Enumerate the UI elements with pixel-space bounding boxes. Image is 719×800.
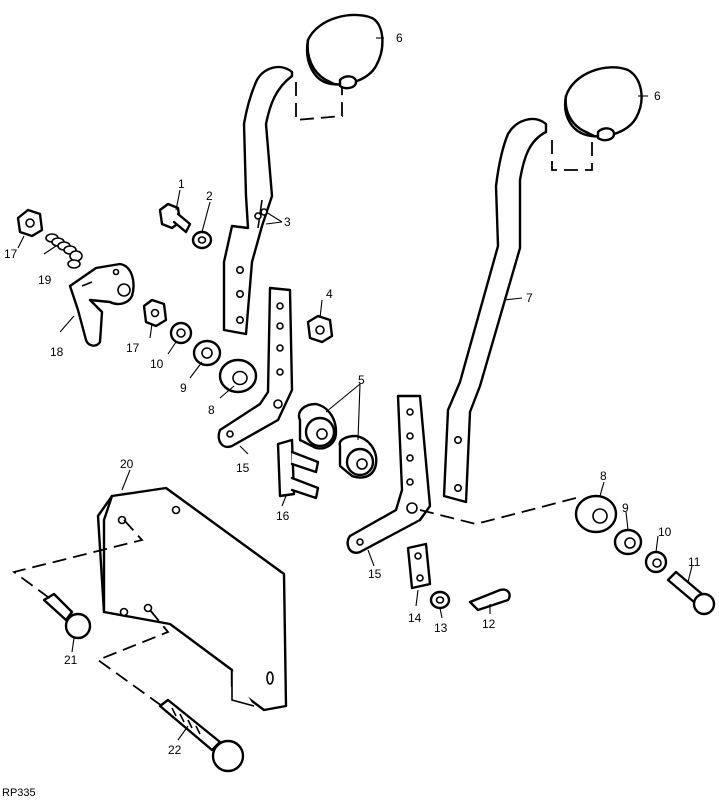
callout-18: 18 (50, 345, 64, 359)
callout-15-left: 15 (236, 461, 250, 475)
washer-9-b (613, 528, 643, 556)
washer-10-a (169, 321, 193, 345)
bolt-22 (158, 698, 245, 773)
callout-21: 21 (64, 653, 78, 667)
callout-17-middle: 17 (126, 341, 140, 355)
callout-16: 16 (276, 509, 290, 523)
knob-left-align-line (295, 82, 343, 121)
callout-20: 20 (120, 457, 134, 471)
nut-17-a (16, 208, 44, 238)
callout-14: 14 (408, 611, 422, 625)
callout-5: 5 (358, 373, 365, 387)
washer-10-b (644, 550, 668, 574)
disc-5-a (297, 402, 338, 450)
callout-1: 1 (178, 177, 185, 191)
washer-13 (429, 590, 451, 610)
callout-10-right: 10 (658, 525, 672, 539)
callout-8-right: 8 (600, 469, 607, 483)
bolt-1 (158, 202, 192, 234)
bolt-22-align-line (96, 609, 170, 707)
washer-2 (191, 230, 213, 250)
callout-3: 3 (284, 215, 291, 229)
washer-9-a (192, 339, 222, 367)
nut-4 (306, 314, 334, 344)
bolt-21-align-line (11, 519, 144, 601)
callout-8-left: 8 (208, 403, 215, 417)
right-stack-align-line (419, 497, 577, 525)
knob-left (305, 13, 384, 90)
lever-left (222, 65, 294, 336)
callout-12: 12 (482, 617, 496, 631)
callout-17-left: 17 (4, 247, 18, 261)
cotter-pin-12 (468, 588, 511, 612)
lever-right (442, 117, 548, 504)
callout-9-left: 9 (180, 381, 187, 395)
callout-2: 2 (206, 189, 213, 203)
spring-19 (45, 233, 83, 269)
bracket-15-right (346, 394, 432, 554)
spacer-8-b (574, 494, 618, 534)
callout-10-left: 10 (150, 357, 164, 371)
callout-22: 22 (168, 743, 182, 757)
bolt-11 (666, 570, 716, 616)
bolt-21 (42, 592, 92, 640)
leader-lines (17, 37, 693, 741)
bolt-16 (276, 438, 320, 500)
link-14 (406, 542, 432, 590)
spacer-8-a (218, 358, 258, 394)
knob-right-align-line (551, 140, 593, 171)
disc-5-b (338, 434, 378, 479)
callout-11: 11 (688, 555, 701, 569)
callout-15-right: 15 (368, 567, 382, 581)
callout-6-left: 6 (396, 31, 403, 45)
callout-9-right: 9 (622, 501, 629, 515)
figure-reference-code: RP335 (2, 787, 36, 799)
knob-right (563, 66, 643, 142)
bracket-15-left (217, 286, 294, 449)
callout-6-right: 6 (654, 89, 661, 103)
callout-19: 19 (38, 273, 52, 287)
callout-13: 13 (434, 621, 448, 635)
callout-4: 4 (326, 287, 333, 301)
nut-17-b (142, 298, 168, 328)
mounting-plate-20 (96, 486, 288, 712)
spring-lever-18 (68, 262, 135, 347)
callout-7: 7 (526, 291, 533, 305)
